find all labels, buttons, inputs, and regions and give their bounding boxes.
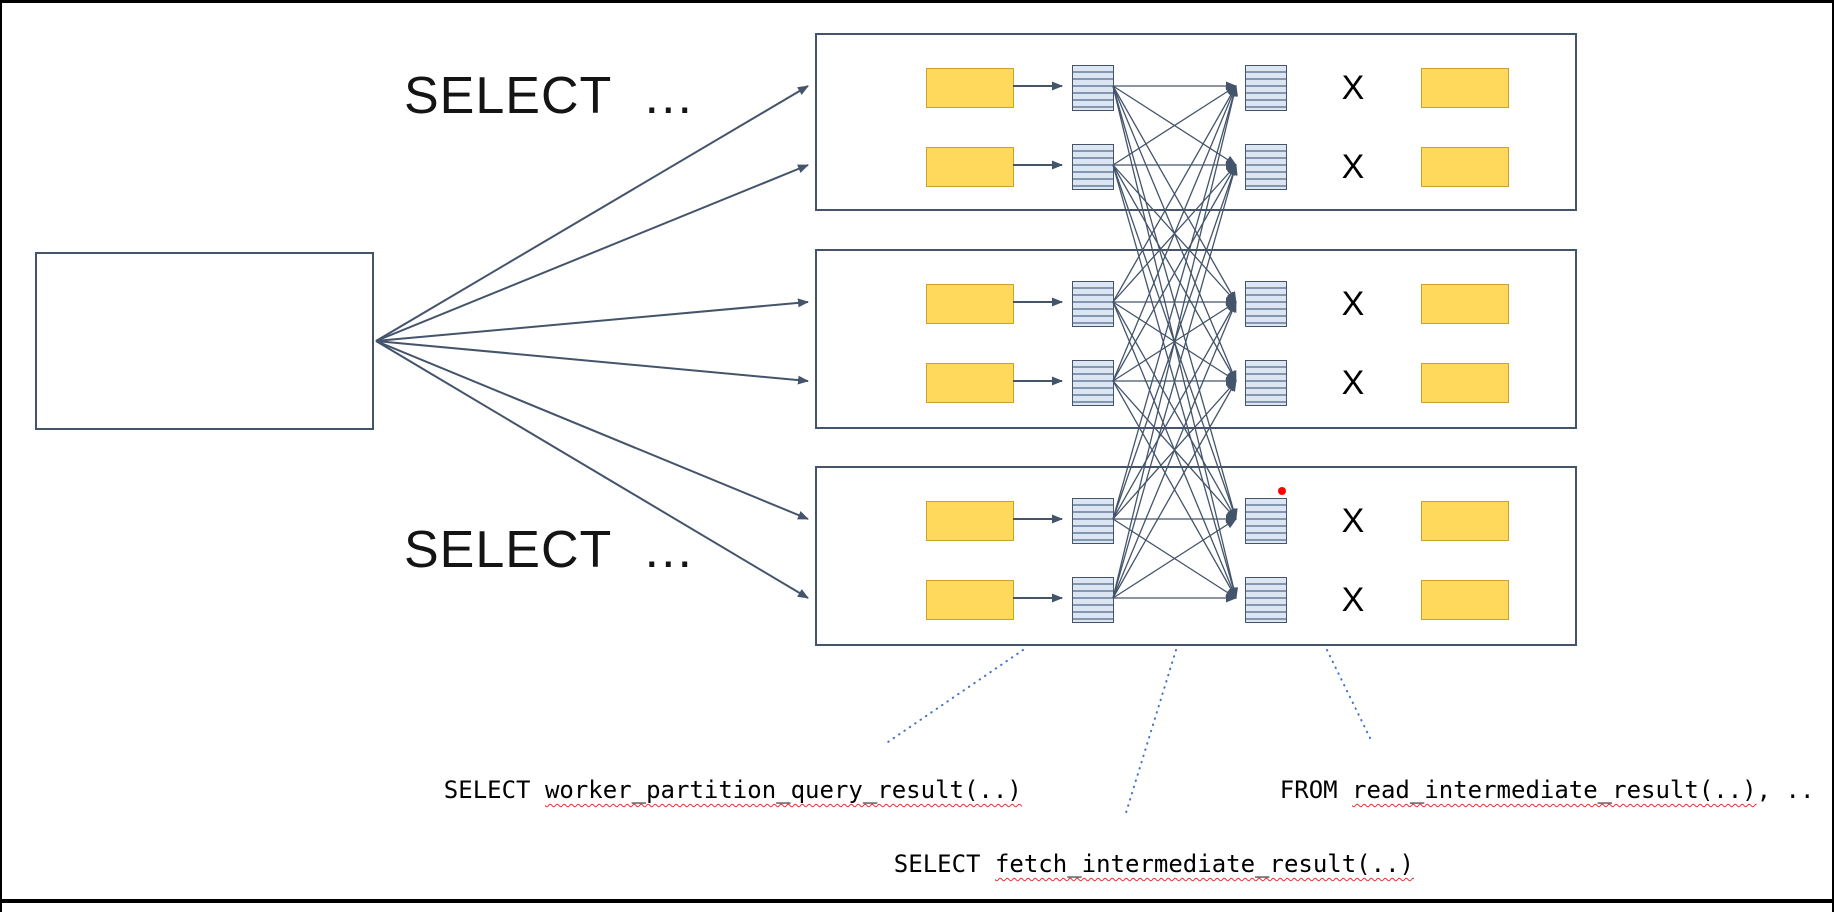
callout-read-intermediate: FROM read_intermediate_result(..), .. bbox=[1222, 748, 1815, 832]
select-query-label-bottom: SELECT … bbox=[404, 521, 696, 579]
shard-table-icon bbox=[926, 284, 1014, 324]
shard-row: X bbox=[817, 360, 1575, 406]
coordinator-box bbox=[35, 252, 374, 430]
shard-table-icon bbox=[1421, 284, 1509, 324]
shard-table-icon bbox=[1421, 68, 1509, 108]
shard-table-icon bbox=[926, 68, 1014, 108]
merged-fragments-icon bbox=[1245, 498, 1287, 544]
callout-keyword: SELECT bbox=[443, 776, 545, 804]
callout-keyword: FROM bbox=[1279, 776, 1353, 804]
shard-row: X bbox=[817, 498, 1575, 544]
partition-fragments-icon bbox=[1072, 281, 1114, 327]
select-query-label-top: SELECT … bbox=[404, 67, 696, 125]
merged-fragments-icon bbox=[1245, 65, 1287, 111]
shard-table-icon bbox=[926, 580, 1014, 620]
merged-fragments-icon bbox=[1245, 360, 1287, 406]
callout-suffix: , .. bbox=[1756, 776, 1815, 804]
merged-fragments-icon bbox=[1245, 577, 1287, 623]
frame-edge-left bbox=[0, 0, 2, 912]
join-x-label: X bbox=[1341, 148, 1365, 186]
partition-fragments-icon bbox=[1072, 577, 1114, 623]
join-x-label: X bbox=[1341, 285, 1365, 323]
frame-edge-bottom bbox=[0, 899, 1834, 903]
shard-table-icon bbox=[926, 147, 1014, 187]
callout-function: read_intermediate_result(..) bbox=[1352, 776, 1757, 804]
merged-fragments-icon bbox=[1245, 281, 1287, 327]
join-x-label: X bbox=[1341, 69, 1365, 107]
callout-function: fetch_intermediate_result(..) bbox=[994, 850, 1414, 878]
merged-fragments-icon bbox=[1245, 144, 1287, 190]
frame-edge-right bbox=[1832, 0, 1834, 912]
partition-fragments-icon bbox=[1072, 144, 1114, 190]
shard-row: X bbox=[817, 281, 1575, 327]
partition-fragments-icon bbox=[1072, 498, 1114, 544]
shard-row: X bbox=[817, 144, 1575, 190]
shard-table-icon bbox=[1421, 501, 1509, 541]
shard-table-icon bbox=[926, 501, 1014, 541]
shard-row: X bbox=[817, 577, 1575, 623]
shard-table-icon bbox=[1421, 580, 1509, 620]
shard-table-icon bbox=[1421, 363, 1509, 403]
worker-node-box: X X bbox=[815, 249, 1577, 429]
join-x-label: X bbox=[1341, 581, 1365, 619]
worker-node-box: X X bbox=[815, 466, 1577, 646]
callout-worker-partition-query: SELECT worker_partition_query_result(..) bbox=[386, 748, 1022, 832]
shard-table-icon bbox=[1421, 147, 1509, 187]
worker-node-box: X X bbox=[815, 33, 1577, 211]
callout-function: worker_partition_query_result(..) bbox=[544, 776, 1022, 804]
frame-edge-top bbox=[0, 0, 1834, 3]
partition-fragments-icon bbox=[1072, 65, 1114, 111]
callout-keyword: SELECT bbox=[893, 850, 995, 878]
shard-table-icon bbox=[926, 363, 1014, 403]
partition-fragments-icon bbox=[1072, 360, 1114, 406]
shard-row: X bbox=[817, 65, 1575, 111]
join-x-label: X bbox=[1341, 364, 1365, 402]
callout-fetch-intermediate: SELECT fetch_intermediate_result(..) bbox=[836, 822, 1414, 906]
join-x-label: X bbox=[1341, 502, 1365, 540]
